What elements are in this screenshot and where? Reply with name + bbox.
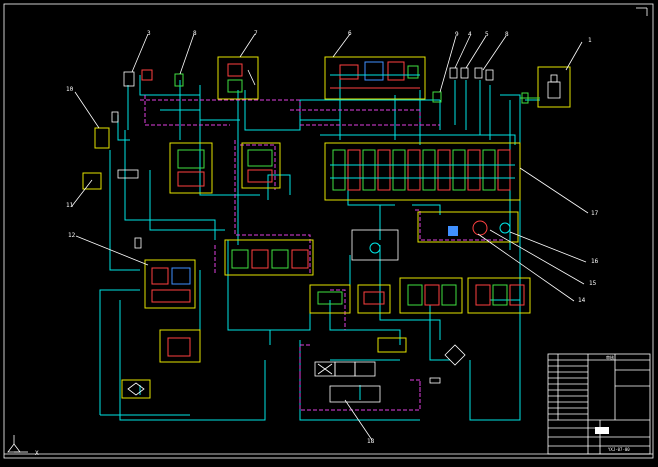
outer-frame — [3, 3, 654, 459]
callout-4: 4 — [468, 31, 472, 38]
component-box-cyl-b — [357, 284, 391, 314]
component-box-1 — [537, 66, 571, 108]
callout-16: 16 — [591, 258, 599, 265]
callout-5: 5 — [485, 31, 489, 38]
component-box-relief — [159, 329, 201, 363]
component-box-valve-bank-a — [399, 277, 463, 314]
approval-cell-label: 审核 — [606, 354, 614, 360]
component-box-cyl-a — [309, 284, 351, 314]
component-box-17 — [324, 142, 521, 201]
ucs-axis-label: X — [35, 450, 39, 457]
callout-6: 6 — [348, 30, 352, 37]
callout-8-right: 8 — [505, 31, 509, 38]
component-box-11 — [82, 172, 102, 190]
component-boxes — [82, 56, 571, 399]
component-box-pump-b — [241, 142, 281, 189]
callout-18: 18 — [367, 438, 375, 445]
pilot-lines — [140, 95, 505, 411]
callout-10: 10 — [66, 86, 74, 93]
callout-14: 14 — [578, 297, 586, 304]
component-box-filter — [121, 379, 151, 399]
leader-lines — [71, 33, 589, 441]
pressure-lines — [99, 75, 540, 421]
component-box-16 — [417, 211, 519, 243]
callout-3: 3 — [147, 30, 151, 37]
callout-7: 7 — [254, 30, 258, 37]
component-box-check — [377, 337, 407, 353]
callout-labels: 1 3 4 5 6 7 8 8 9 10 11 12 14 15 16 17 1… — [66, 30, 599, 445]
callout-11: 11 — [66, 202, 74, 209]
component-box-valve-bank-b — [467, 277, 531, 314]
component-box-12 — [144, 259, 196, 309]
component-box-7 — [217, 56, 259, 100]
component-box-10 — [94, 127, 110, 149]
ucs-icon: X — [7, 435, 39, 457]
component-box-6 — [324, 56, 426, 100]
callout-15: 15 — [589, 280, 597, 287]
callout-9: 9 — [455, 31, 459, 38]
component-box-manifold — [224, 239, 314, 276]
callout-12: 12 — [68, 232, 76, 239]
callout-17: 17 — [591, 210, 599, 217]
drawing-number: YXJ-07-00 — [608, 447, 630, 452]
callout-1: 1 — [588, 37, 592, 44]
valve-bank-17 — [330, 149, 515, 191]
valve-symbols — [111, 61, 561, 403]
title-block: 审核 YXJ-07-00 — [547, 353, 651, 455]
callout-8-left: 8 — [193, 30, 197, 37]
component-box-pump-a — [169, 142, 213, 194]
